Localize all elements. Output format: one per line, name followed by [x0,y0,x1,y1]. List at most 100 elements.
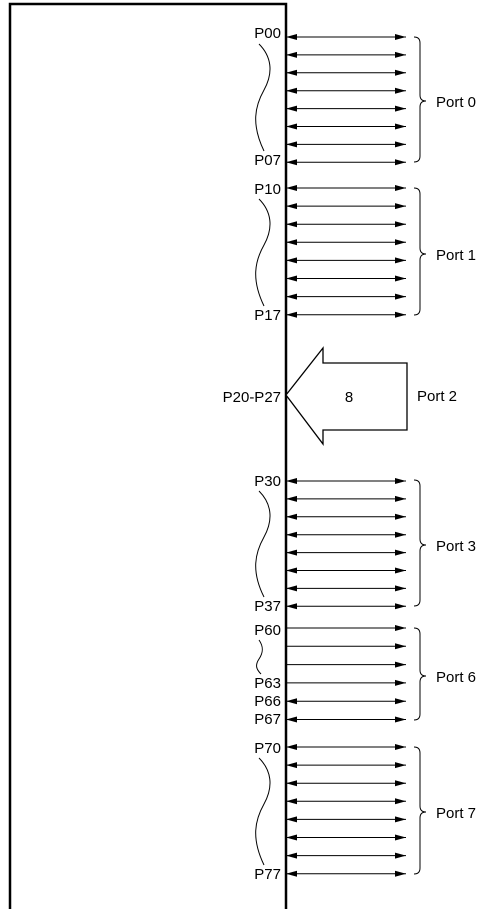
port3-signal-line-4-arrowhead-left [286,549,297,556]
port3-signal-line-7-arrowhead-left [286,603,297,610]
port3-signal-line-1-arrowhead-left [286,495,297,502]
port3-signal-line-0-arrowhead-right [395,478,406,484]
port3-signal-line-2-arrowhead-right [395,513,406,520]
port-2-group: 8 P20-P27 Port 2 [223,346,457,446]
port1-signal-line-4-arrowhead-right [395,257,406,264]
port7-signal-line-7-arrowhead-left [286,870,297,877]
port1-signal-line-7-arrowhead-right [395,311,406,318]
pin-label-p66: P66 [254,693,281,710]
port-0-brace [413,36,427,163]
port-1-brace [413,187,427,316]
pin-label-p37: P37 [254,598,281,615]
port6-signal-line-5-arrowhead-left [286,716,297,723]
port7-signal-line-0-arrowhead-left [286,744,297,750]
port-6-brace [413,627,427,721]
port3-signal-line-7-arrowhead-right [395,603,406,610]
port1-signal-line-2-arrowhead-right [395,221,406,228]
port1-signal-line-7-arrowhead-left [286,311,297,318]
port1-signal-line-1-arrowhead-left [286,203,297,210]
port6-signal-line-0-arrowhead-right [395,625,406,631]
port3-signal-line-0-arrowhead-left [286,478,297,484]
pin-label-p70: P70 [254,740,281,757]
port0-signal-line-2-arrowhead-left [286,69,297,76]
port0-signal-line-5-arrowhead-right [395,123,406,130]
port-3-range-squiggle [255,490,271,598]
port1-signal-line-3-arrowhead-right [395,239,406,246]
port0-signal-line-1-arrowhead-right [395,51,406,58]
port0-signal-line-3-arrowhead-left [286,87,297,94]
port1-signal-line-2-arrowhead-left [286,221,297,228]
port1-signal-line-6-arrowhead-right [395,293,406,300]
chip-outline [8,2,288,909]
port0-signal-line-1-arrowhead-left [286,51,297,58]
port6-signal-line-4-arrowhead-left [286,698,297,705]
port-1-range-squiggle [255,198,271,307]
port1-signal-line-5-arrowhead-right [395,275,406,282]
port7-signal-line-7-arrowhead-right [395,870,406,877]
pin-label-p17: P17 [254,307,281,324]
pin-label-p67: P67 [254,711,281,728]
pin-label-p30: P30 [254,473,281,490]
port-1-label: Port 1 [436,247,476,264]
port3-signal-line-1-arrowhead-right [395,495,406,502]
port7-signal-line-5-arrowhead-left [286,834,297,841]
port-3-group: P30 P37 Port 3 [254,473,476,615]
port0-signal-line-6-arrowhead-right [395,141,406,148]
port-2-bus-arrow [285,346,408,446]
port6-signal-line-1-arrowhead-right [395,643,406,650]
pin-label-p00: P00 [254,25,281,42]
port-1-group: P10 P17 Port 1 [254,181,476,324]
port-1-lines [286,185,406,318]
port7-signal-line-2-arrowhead-left [286,780,297,787]
port-6-range-squiggle [256,639,263,675]
port0-signal-line-7-arrowhead-left [286,159,297,166]
port1-signal-line-3-arrowhead-left [286,239,297,246]
port1-signal-line-0-arrowhead-right [395,185,406,191]
port-3-lines [286,478,406,610]
port0-signal-line-0-arrowhead-left [286,34,297,40]
port3-signal-line-2-arrowhead-left [286,513,297,520]
port7-signal-line-1-arrowhead-left [286,762,297,769]
port-6-lines [286,625,406,723]
port-7-range-squiggle [255,757,271,866]
port-7-brace [413,746,427,875]
port-0-range-squiggle [255,43,271,152]
port6-signal-line-5-arrowhead-right [395,716,406,723]
port3-signal-line-6-arrowhead-left [286,585,297,592]
port3-signal-line-5-arrowhead-right [395,567,406,574]
port1-signal-line-1-arrowhead-right [395,203,406,210]
pin-label-p77: P77 [254,866,281,883]
port1-signal-line-4-arrowhead-left [286,257,297,264]
port-6-group: P60 P63 P66 P67 Port 6 [254,622,476,728]
pin-label-p07: P07 [254,152,281,169]
port0-signal-line-4-arrowhead-left [286,105,297,112]
port6-signal-line-3-arrowhead-right [395,679,406,686]
port0-signal-line-6-arrowhead-left [286,141,297,148]
port0-signal-line-4-arrowhead-right [395,105,406,112]
port7-signal-line-2-arrowhead-right [395,780,406,787]
port3-signal-line-6-arrowhead-right [395,585,406,592]
port-7-label: Port 7 [436,805,476,822]
port7-signal-line-3-arrowhead-left [286,798,297,805]
port-0-lines [286,34,406,166]
port7-signal-line-6-arrowhead-right [395,852,406,859]
port3-signal-line-3-arrowhead-left [286,531,297,538]
port0-signal-line-0-arrowhead-right [395,34,406,40]
port-2-label: Port 2 [417,388,457,405]
port1-signal-line-0-arrowhead-left [286,185,297,191]
port6-signal-line-2-arrowhead-right [395,661,406,668]
port-7-group: P70 P77 Port 7 [254,740,476,883]
port7-signal-line-4-arrowhead-left [286,816,297,823]
port1-signal-line-5-arrowhead-left [286,275,297,282]
port7-signal-line-1-arrowhead-right [395,762,406,769]
port-6-label: Port 6 [436,669,476,686]
port0-signal-line-2-arrowhead-right [395,69,406,76]
port-3-label: Port 3 [436,538,476,555]
port0-signal-line-7-arrowhead-right [395,159,406,166]
pin-label-p20-p27: P20-P27 [223,389,281,406]
pin-label-p10: P10 [254,181,281,198]
port3-signal-line-4-arrowhead-right [395,549,406,556]
port-3-brace [413,479,427,607]
